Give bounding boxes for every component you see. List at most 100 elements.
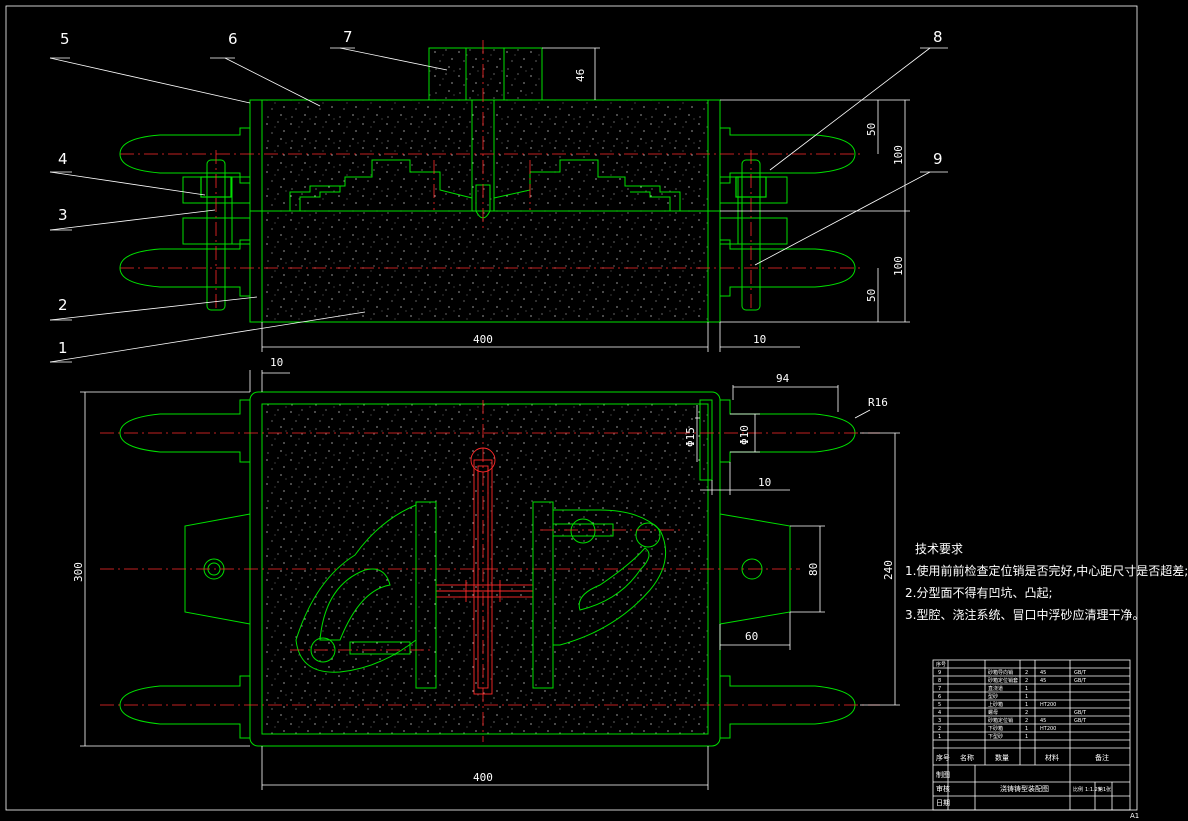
plan-dimensions: 400 300 10 94 R16 Φ15 Φ10 10 80 60 <box>72 356 900 790</box>
title-block-grid <box>932 659 1131 811</box>
tb-row-no: 6 <box>938 694 941 700</box>
tech-req-item-2: 2.分型面不得有凹坑、凸起; <box>905 586 1053 600</box>
dim-plan-width: 400 <box>473 771 493 784</box>
dim-pin-gap: 10 <box>758 476 771 489</box>
plan-left-lug <box>184 513 251 625</box>
tb-row-no: 1 <box>938 734 941 740</box>
tb-row-name: 下型砂 <box>988 733 1003 740</box>
callout-5: 5 <box>60 30 70 48</box>
plan-handle-bottom-right <box>720 675 856 739</box>
dim-pin-spacing: 240 <box>882 560 895 580</box>
cope-right-handle <box>720 127 856 184</box>
drag-left-wall <box>249 210 263 323</box>
tb-row-material: HT200 <box>1040 702 1056 708</box>
tb-role: 日期 <box>936 799 950 807</box>
callout-8: 8 <box>933 28 943 46</box>
dim-plan-offset: 10 <box>270 356 283 369</box>
tb-scale: 1:1.25 <box>1085 787 1101 793</box>
tb-row-qty: 2 <box>1025 670 1028 676</box>
tb-header: 序号 <box>936 661 946 668</box>
tb-row-name: 型砂 <box>988 693 998 700</box>
dim-bush-dia: Φ15 <box>684 427 697 447</box>
callout-6: 6 <box>228 30 238 48</box>
tb-drawing-title: 浇铸铸型装配图 <box>1000 784 1049 793</box>
tb-row-material: 45 <box>1040 718 1046 724</box>
tb-row-name: 砂箱定位销套 <box>988 677 1018 684</box>
dim-upper-half: 100 <box>892 145 905 165</box>
callout-1: 1 <box>58 339 68 357</box>
tb-row-no: 3 <box>938 718 941 724</box>
tb-row-note: GB/T <box>1074 670 1087 676</box>
tb-row-note: GB/T <box>1074 678 1087 684</box>
dim-pin-dia: Φ10 <box>738 425 751 445</box>
plan-right-casting <box>552 509 667 646</box>
callout-9: 9 <box>933 150 943 168</box>
dim-lug-height: 80 <box>807 563 820 576</box>
tb-col-header: 序号 <box>936 753 950 762</box>
tb-row-qty: 1 <box>1025 702 1028 708</box>
tb-row-qty: 2 <box>1025 678 1028 684</box>
tb-row-qty: 1 <box>1025 734 1028 740</box>
dim-pin-length: 94 <box>776 372 790 385</box>
plan-view <box>100 391 880 747</box>
cope-left-wall <box>249 99 263 212</box>
tb-row-qty: 1 <box>1025 686 1028 692</box>
tb-row-qty: 1 <box>1025 694 1028 700</box>
tb-row-name: 螺母 <box>988 709 998 716</box>
callout-7: 7 <box>343 28 353 46</box>
tb-col-header: 材料 <box>1045 753 1059 762</box>
sheet-code: A1 <box>1130 812 1139 820</box>
tb-row-qty: 2 <box>1025 710 1028 716</box>
dim-lug-depth: 60 <box>745 630 758 643</box>
tb-row-name: 砂箱导向销 <box>988 669 1013 676</box>
tb-scale-label: 比例 <box>1073 786 1083 793</box>
tb-row-no: 9 <box>938 670 941 676</box>
dim-front-width: 400 <box>473 333 493 346</box>
mold-assembly-drawing: 400 10 46 100 100 50 50 5 6 7 8 9 4 3 2 <box>5 5 1139 820</box>
cope-left-handle <box>119 127 250 184</box>
tb-row-note: GB/T <box>1074 710 1087 716</box>
tb-row-no: 5 <box>938 702 941 708</box>
dim-radius: R16 <box>868 396 888 409</box>
cope-right-wall <box>707 99 721 212</box>
tb-role: 制图 <box>936 770 950 779</box>
tb-row-material: HT200 <box>1040 726 1056 732</box>
tb-row-material: 45 <box>1040 678 1046 684</box>
tb-role: 审核 <box>936 784 950 793</box>
callout-2: 2 <box>58 296 68 314</box>
plan-guide-bush <box>699 399 713 481</box>
drag-right-handle <box>720 239 856 297</box>
dim-ear-offset: 10 <box>753 333 766 346</box>
tb-col-header: 备注 <box>1095 753 1109 762</box>
tb-row-qty: 2 <box>1025 718 1028 724</box>
dim-lower-half: 100 <box>892 256 905 276</box>
tb-row-no: 8 <box>938 678 941 684</box>
right-pin-sleeve <box>719 176 739 245</box>
tb-row-name: 下砂箱 <box>988 725 1003 732</box>
callout-4: 4 <box>58 150 68 168</box>
tb-row-name: 上砂箱 <box>988 701 1003 708</box>
callout-3: 3 <box>58 206 68 224</box>
plan-handle-bottom-left <box>119 675 250 739</box>
dim-lower-pin: 50 <box>865 289 878 302</box>
callouts: 5 6 7 8 9 4 3 2 1 <box>49 28 948 363</box>
drag-right-wall <box>707 210 721 323</box>
front-section-view <box>119 40 860 323</box>
left-pin-sleeve <box>231 176 251 245</box>
tb-row-note: GB/T <box>1074 718 1087 724</box>
dim-sprue-height: 46 <box>574 69 587 82</box>
tb-row-no: 4 <box>938 710 941 716</box>
sheet-border <box>5 5 1138 811</box>
tb-row-no: 2 <box>938 726 941 732</box>
tech-req-title: 技术要求 <box>915 542 964 556</box>
tb-col-header: 名称 <box>960 753 974 762</box>
plan-left-casting <box>295 504 417 673</box>
tech-req-item-3: 3.型腔、浇注系统、冒口中浮砂应清理干净。 <box>905 608 1145 622</box>
tb-sheet-label: 第1张 <box>1098 786 1111 793</box>
tech-req-item-1: 1.使用前前检查定位销是否完好,中心距尺寸是否超差; <box>905 564 1188 578</box>
technical-requirements: 技术要求 1.使用前前检查定位销是否完好,中心距尺寸是否超差; 2.分型面不得有… <box>905 538 1188 626</box>
dim-upper-pin: 50 <box>865 123 878 136</box>
plan-handle-top-left <box>119 399 250 463</box>
front-dimensions: 400 10 46 100 100 50 50 <box>261 47 910 352</box>
